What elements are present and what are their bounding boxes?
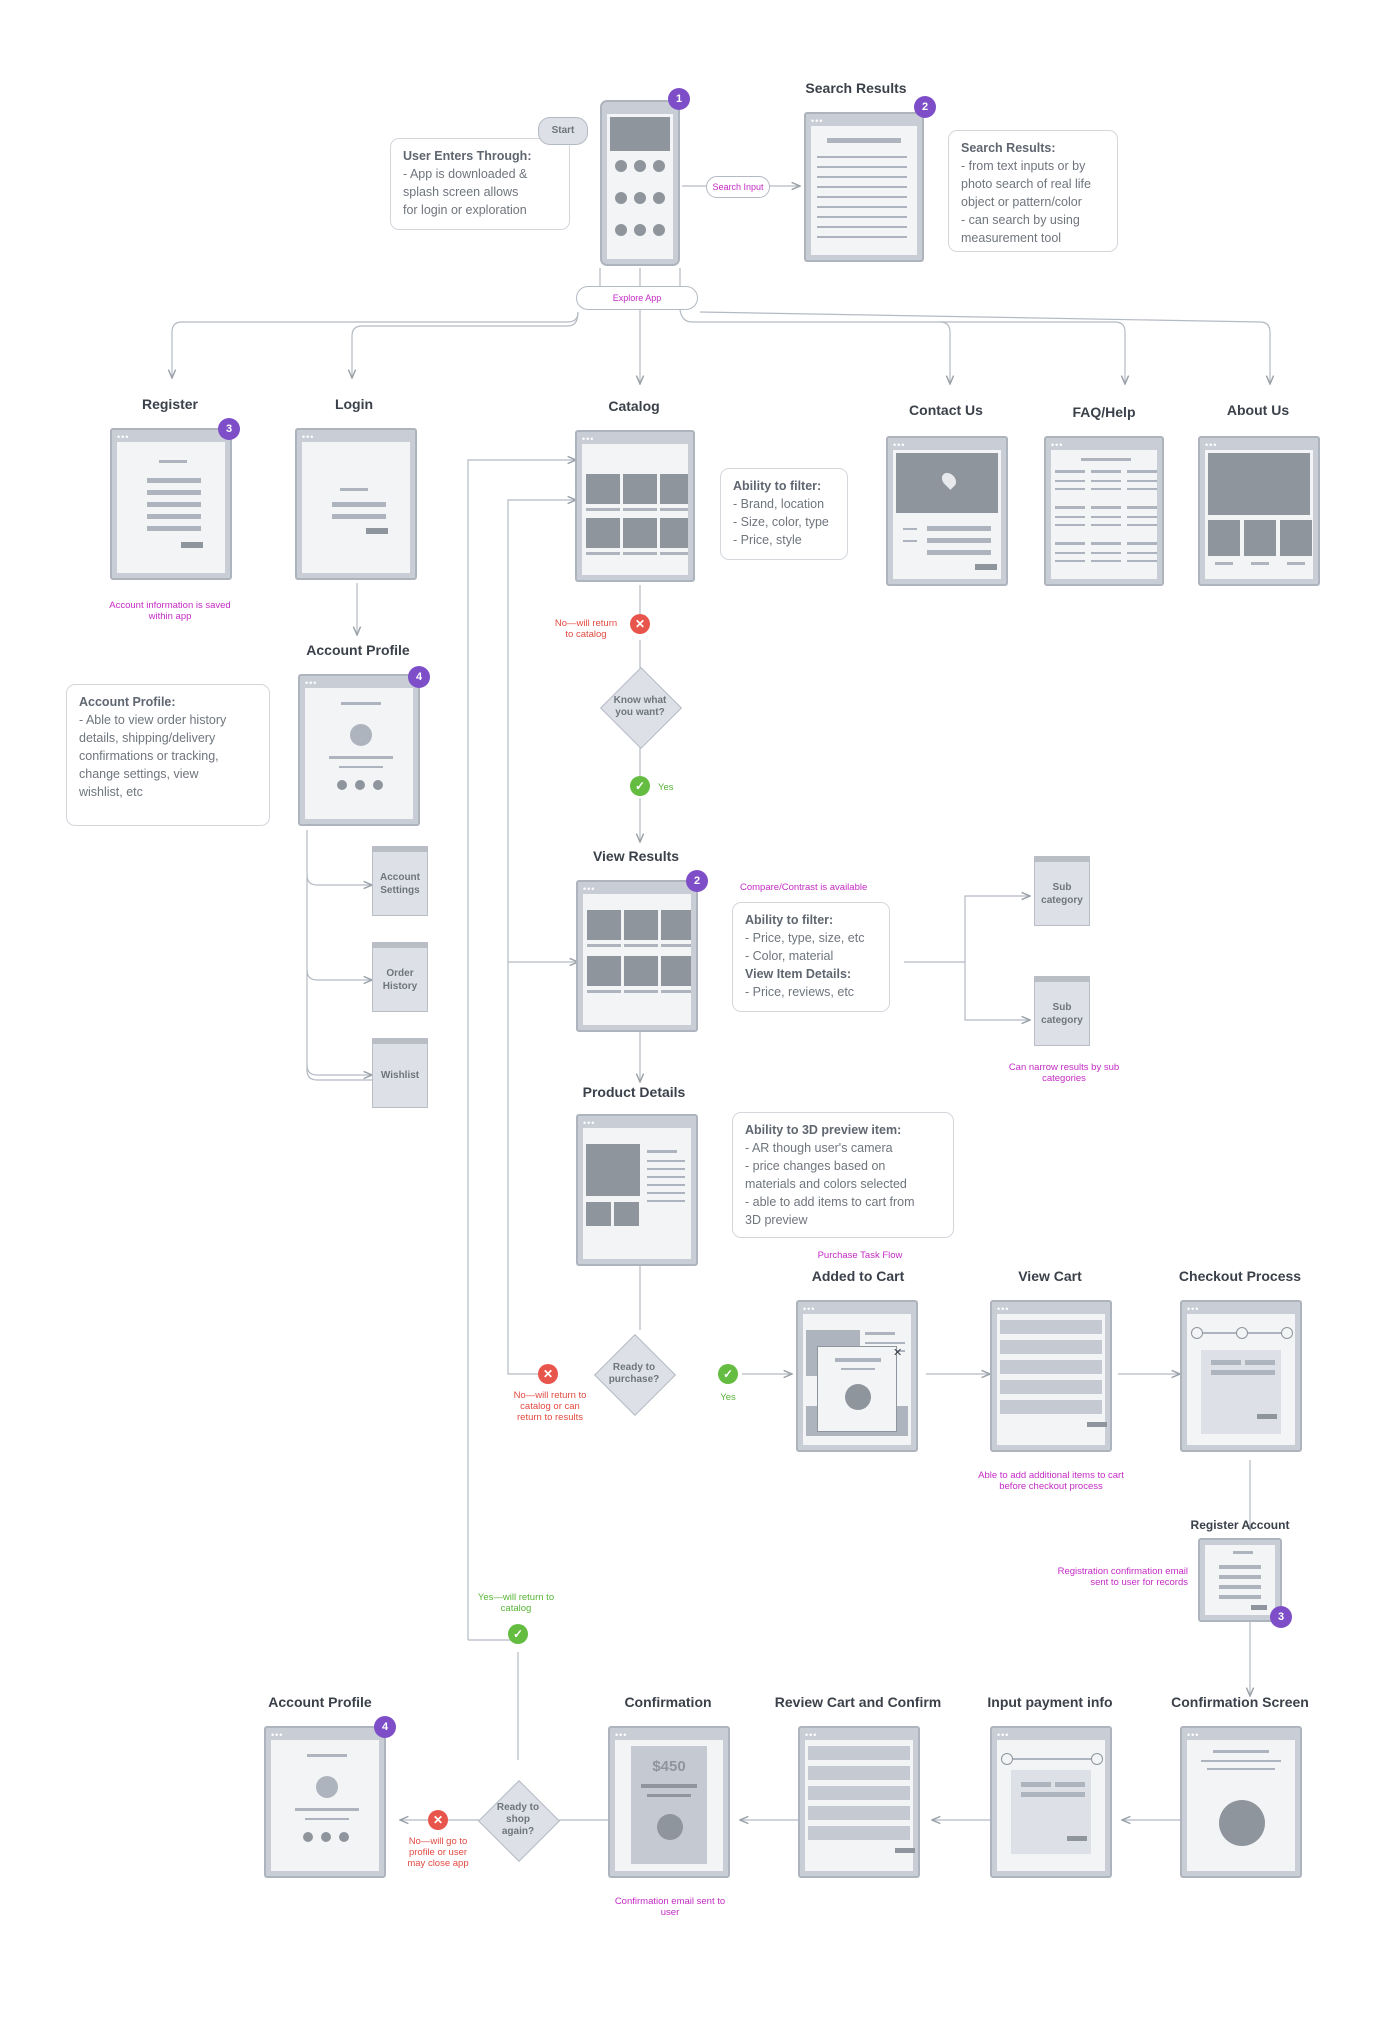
annotation-registration-email: Registration confirmation email sent to … [1057,1566,1188,1588]
sub-category-screen-2: Sub category [1034,976,1090,1046]
title-confirmation-screen: Confirmation Screen [1171,1694,1309,1710]
search-input-pill: Search Input [706,176,770,198]
annotation-compare-contrast: Compare/Contrast is available [740,882,868,893]
contact-us-screen: ••• [886,436,1008,586]
view-results-screen: ••• [576,880,698,1032]
note-results-filter: Ability to filter: - Price, type, size, … [732,902,890,1012]
title-input-payment: Input payment info [987,1694,1113,1710]
no-icon: ✕ [630,614,650,634]
step-badge-3-register: 3 [218,418,240,440]
about-us-screen: ••• [1198,436,1320,586]
annotation-confirmation-email: Confirmation email sent to user [614,1896,726,1918]
decision-no-return-catalog: No—will return to catalog [554,618,618,640]
account-settings-screen: Account Settings [372,846,428,916]
register-account-screen [1198,1538,1282,1622]
product-details-screen: ••• [576,1114,698,1266]
note-search-results: Search Results: - from text inputs or by… [948,130,1118,252]
input-payment-screen: ••• [990,1726,1112,1878]
decision-yes: Yes [658,782,674,793]
login-screen: ••• [295,428,417,580]
price-label: $450 [652,1758,686,1775]
step-badge-2-results: 2 [686,870,708,892]
annotation-account-saved: Account information is saved within app [109,600,231,622]
decision-ready-shop-again-label: Ready to shop again? [496,1802,540,1837]
order-history-screen: Order History [372,942,428,1012]
title-login: Login [334,396,374,412]
decision-yes-return: Yes—will return to catalog [477,1592,555,1614]
faq-help-screen: ••• [1044,436,1164,586]
explore-app-pill: Explore App [576,286,698,310]
added-to-cart-screen: ••• ✕ [796,1300,918,1452]
note-3d-preview: Ability to 3D preview item: - AR though … [732,1112,954,1238]
annotation-purchase-flow: Purchase Task Flow [817,1250,903,1261]
search-results-screen: ••• [804,112,924,262]
no-icon-shop-again: ✕ [428,1810,448,1830]
title-account-profile-top: Account Profile [306,642,410,658]
title-confirmation: Confirmation [624,1694,712,1710]
note-account-profile: Account Profile: - Able to view order hi… [66,684,270,826]
start-pill: Start [538,117,588,145]
title-product-details: Product Details [582,1084,686,1100]
account-profile-screen-top: ••• [298,674,420,826]
annotation-narrow-results: Can narrow results by sub categories [1008,1062,1120,1084]
decision-ready-purchase-label: Ready to purchase? [608,1362,660,1385]
title-contact-us: Contact Us [909,402,983,418]
decision-know-what-label: Know what you want? [613,695,667,718]
register-screen: ••• [110,428,232,580]
yes-icon-purchase: ✓ [718,1364,738,1384]
checkout-process-screen: ••• [1180,1300,1302,1452]
title-register-account: Register Account [1190,1518,1290,1532]
title-about-us: About Us [1226,402,1290,418]
wishlist-screen: Wishlist [372,1038,428,1108]
yes-icon: ✓ [630,776,650,796]
decision-no-return-results: No—will return to catalog or can return … [513,1390,587,1423]
title-account-profile-bottom: Account Profile [268,1694,372,1710]
annotation-add-items: Able to add additional items to cart bef… [978,1470,1124,1492]
confirmation-screen-final: ••• [1180,1726,1302,1878]
account-profile-screen-bottom: ••• [264,1726,386,1878]
yes-icon-shop-again: ✓ [508,1624,528,1644]
title-added-to-cart: Added to Cart [811,1268,905,1284]
note-user-enters: User Enters Through: - App is downloaded… [390,138,570,230]
sub-category-screen-1: Sub category [1034,856,1090,926]
title-checkout-process: Checkout Process [1178,1268,1302,1284]
title-catalog: Catalog [608,398,660,414]
splash-phone-screen [600,100,680,266]
step-badge-4-profile-bottom: 4 [374,1716,396,1738]
confirmation-screen: ••• $450 [608,1726,730,1878]
step-badge-3-register-account: 3 [1270,1606,1292,1628]
decision-no-profile: No—will go to profile or user may close … [407,1836,469,1869]
title-register: Register [141,396,199,412]
step-badge-4-profile: 4 [408,666,430,688]
review-cart-screen: ••• [798,1726,920,1878]
view-cart-screen: ••• [990,1300,1112,1452]
title-faq-help: FAQ/Help [1072,404,1136,420]
title-view-results: View Results [592,848,680,864]
step-badge-2-search: 2 [914,96,936,118]
note-catalog-filter: Ability to filter: - Brand, location - S… [720,468,848,560]
no-icon-purchase: ✕ [538,1364,558,1384]
catalog-screen: ••• [575,430,695,582]
title-view-cart: View Cart [1018,1268,1082,1284]
title-search-results: Search Results [805,80,907,96]
title-review-cart-confirm: Review Cart and Confirm [774,1694,942,1710]
step-badge-1: 1 [668,88,690,110]
decision-yes-purchase: Yes [720,1392,736,1403]
